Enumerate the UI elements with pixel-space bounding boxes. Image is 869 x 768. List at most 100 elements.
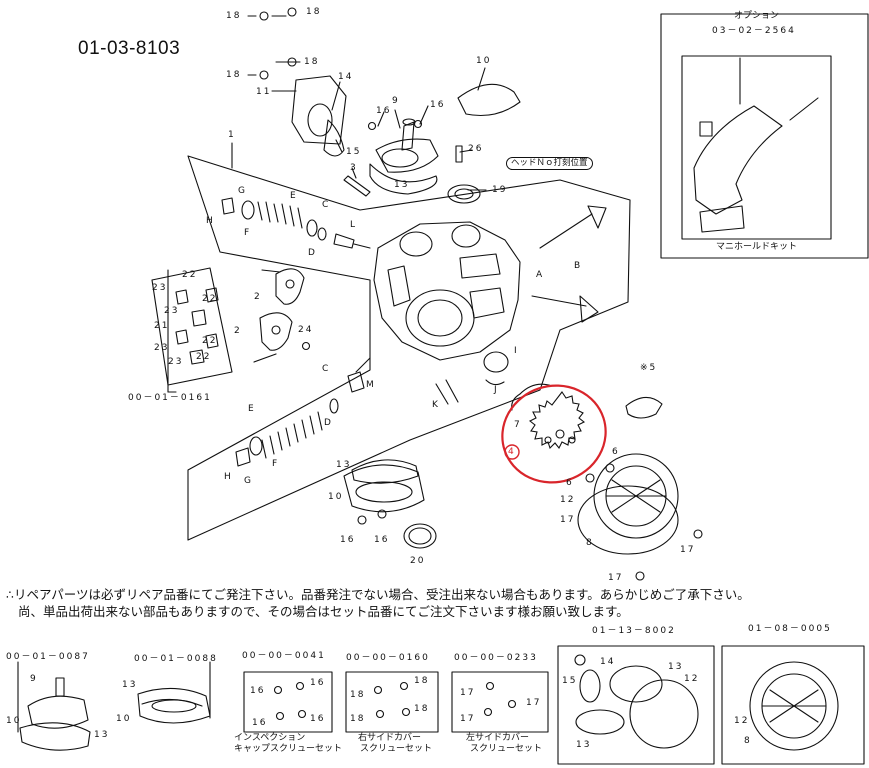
option-caption: マニホールドキット: [716, 242, 798, 252]
kit-caption-0233-b: スクリューセット: [470, 744, 543, 754]
right-side-cover: [593, 453, 679, 539]
label-15: 15: [562, 676, 578, 686]
kit-code-8002: 01－13－8002: [592, 626, 676, 636]
label-8: 8: [744, 736, 752, 746]
kit-code-0005: 01－08－0005: [748, 624, 832, 634]
head-stamp-label: ヘッドＮｏ打刻位置: [506, 157, 593, 170]
label-C: C: [322, 200, 331, 210]
label-16: 16: [310, 714, 326, 724]
label-18: 18: [414, 676, 430, 686]
label-2: 2: [234, 326, 242, 336]
label-11: 11: [256, 87, 272, 97]
label-7: 7: [514, 420, 522, 430]
option-outer-box: [660, 13, 869, 259]
kit-box-0160: [345, 671, 439, 733]
kit-caption-0041-b: キャップスクリューセット: [234, 744, 343, 754]
label-24: 24: [298, 325, 314, 335]
label-18: 18: [226, 70, 242, 80]
kit-code-0233: 00－00－0233: [454, 653, 538, 663]
label-K: K: [432, 400, 440, 410]
label-23: 23: [154, 343, 170, 353]
kit-caption-0160-b: スクリューセット: [360, 744, 433, 754]
label-9: 9: [392, 96, 400, 106]
kit-caption-0160-a: 右サイドカバー: [358, 733, 422, 743]
head-group-outline: [187, 155, 631, 541]
label-21: 21: [154, 321, 170, 331]
label-F: F: [272, 459, 280, 469]
label-14: 14: [600, 657, 616, 667]
label-E: E: [248, 404, 256, 414]
label-18: 18: [306, 7, 322, 17]
kit-caption-0041-a: インスペクション: [234, 733, 306, 743]
label-8: 8: [586, 538, 594, 548]
label-F: F: [244, 228, 252, 238]
label-B: B: [574, 261, 583, 271]
label-13: 13: [122, 680, 138, 690]
label-17: 17: [460, 688, 476, 698]
label-18: 18: [304, 57, 320, 67]
label-23: 23: [152, 283, 168, 293]
cam-sprocket: [528, 391, 586, 450]
label-20: 20: [410, 556, 426, 566]
label-16: 16: [430, 100, 446, 110]
label-16: 16: [340, 535, 356, 545]
label-3: 3: [350, 163, 358, 173]
label-26: 26: [468, 144, 484, 154]
label-16: 16: [310, 678, 326, 688]
kit-box-0041: [243, 671, 333, 733]
label-19: 19: [492, 185, 508, 195]
label-H: H: [206, 216, 215, 226]
kit-box-8002: [557, 645, 715, 765]
label-17: 17: [460, 714, 476, 724]
label-18: 18: [350, 690, 366, 700]
rocker-arm-lower: [259, 312, 293, 351]
label-23: 23: [168, 357, 184, 367]
label-2: 2: [254, 292, 262, 302]
cam-sprocket-highlight: [501, 384, 607, 484]
label-J: J: [494, 385, 499, 395]
label-13: 13: [336, 460, 352, 470]
label-D: D: [324, 418, 333, 428]
label-G: G: [238, 186, 247, 196]
label-13: 13: [94, 730, 110, 740]
label-H: H: [224, 472, 233, 482]
label-G: G: [244, 476, 253, 486]
kit-code-0088: 00－01－0088: [134, 654, 218, 664]
cylinder-head: [373, 221, 521, 361]
label-10: 10: [6, 716, 22, 726]
label-D: D: [308, 248, 317, 258]
label-18: 18: [350, 714, 366, 724]
label-18: 18: [226, 11, 242, 21]
label-12: 12: [684, 674, 700, 684]
kit-caption-0233-a: 左サイドカバー: [466, 733, 530, 743]
label-A: A: [536, 270, 545, 280]
label-4: 4: [508, 447, 516, 457]
label-14: 14: [338, 72, 354, 82]
group-ref-0161: 00－01－0161: [128, 393, 212, 403]
label-15: 15: [346, 147, 362, 157]
label-17: 17: [526, 698, 542, 708]
label-13: 13: [668, 662, 684, 672]
label-13: 13: [576, 740, 592, 750]
label-22: 22: [202, 336, 218, 346]
label-12: 12: [734, 716, 750, 726]
kit-code-0041: 00－00－0041: [242, 651, 326, 661]
label-22: 22: [182, 270, 198, 280]
label-23: 23: [164, 306, 180, 316]
label-6: 6: [566, 478, 574, 488]
label-22: 22: [202, 294, 218, 304]
label-9: 9: [30, 674, 38, 684]
kit-code-0087: 00－01－0087: [6, 652, 90, 662]
label-6: 6: [612, 447, 620, 457]
kit-code-0160: 00－00－0160: [346, 653, 430, 663]
label-C: C: [322, 364, 331, 374]
rocker-group-outline: [151, 267, 233, 386]
label-17: 17: [560, 515, 576, 525]
label-17: 17: [608, 573, 624, 583]
label-I: I: [514, 346, 519, 356]
label-16: 16: [252, 718, 268, 728]
rocker-arm-upper: [275, 268, 305, 305]
label-10: 10: [476, 56, 492, 66]
option-code: 03－02－2564: [712, 26, 796, 36]
